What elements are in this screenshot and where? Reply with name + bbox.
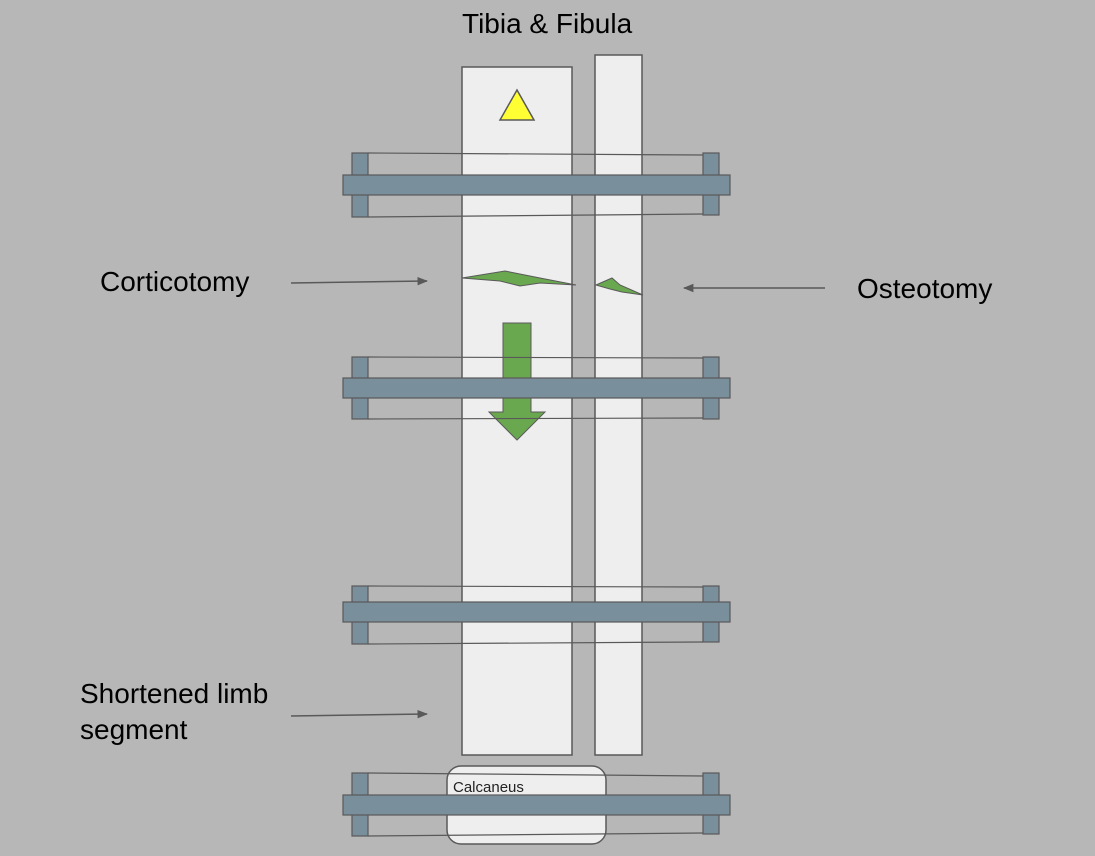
osteotomy-label: Osteotomy — [857, 273, 993, 304]
triangle-marker — [498, 88, 536, 121]
corticotomy-label: Corticotomy — [100, 266, 250, 297]
diagram-title: Tibia & Fibula — [462, 8, 633, 39]
shortened-arrow — [290, 709, 429, 719]
fibula-bone — [594, 54, 643, 756]
osteotomy-mark — [594, 277, 644, 296]
fixator-ring-4 — [342, 772, 731, 837]
fixator-ring-3 — [342, 585, 731, 645]
fixator-ring-2 — [342, 356, 731, 420]
shortened-limb-label: Shortened limb segment — [80, 678, 269, 745]
fixator-ring-1 — [342, 152, 731, 218]
corticotomy-mark — [461, 270, 577, 287]
corticotomy-arrow — [290, 276, 429, 286]
calcaneus-label: Calcaneus — [453, 779, 524, 796]
